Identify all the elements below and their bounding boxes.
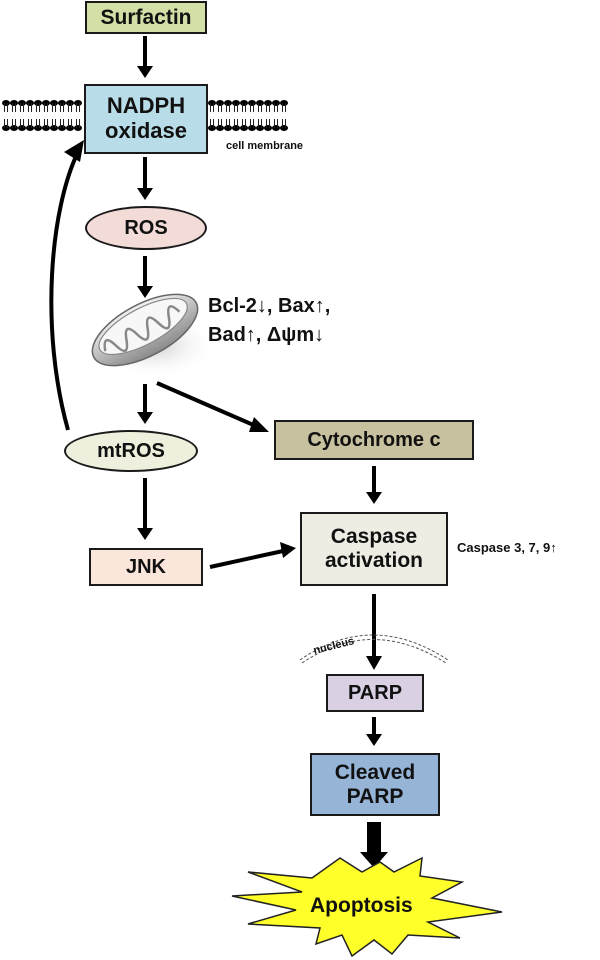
cell-membrane-bilayer-icon	[208, 100, 288, 131]
mito-markers-line1: Bcl-2↓, Bax↑,	[208, 295, 331, 317]
surfactin-label: Surfactin	[100, 5, 192, 29]
cell-membrane-label: cell membrane	[226, 140, 304, 152]
thick-arrowhead	[360, 852, 388, 868]
arrowhead	[137, 528, 153, 540]
arrowhead	[137, 188, 153, 200]
arrowhead	[137, 412, 153, 424]
arrowhead	[64, 140, 84, 162]
caspase-label-line1: Caspase	[330, 525, 418, 549]
thick-arrow-shaft	[367, 822, 381, 856]
cytochrome-c-box: Cytochrome c	[274, 420, 474, 460]
nadph-oxidase-box: NADPH oxidase	[84, 84, 208, 154]
mito-markers-line2: Bad↑, Δψm↓	[208, 324, 325, 346]
cytochrome-c-label: Cytochrome c	[307, 428, 441, 451]
mtros-ellipse: mtROS	[64, 430, 198, 472]
caspase-activation-box: Caspase activation	[300, 512, 448, 586]
arrow-mito-cytochrome	[156, 381, 259, 429]
surfactin-box: Surfactin	[85, 1, 207, 34]
arrowhead	[137, 286, 153, 298]
mitochondrion-icon	[91, 293, 217, 379]
jnk-label: JNK	[125, 555, 166, 578]
ros-ellipse: ROS	[85, 206, 207, 250]
arrow-mtros-nadph-feedback	[49, 151, 80, 431]
nadph-label-line2: oxidase	[105, 118, 187, 143]
parp-label: PARP	[347, 681, 403, 704]
explosion-burst-icon	[231, 856, 503, 958]
caspase-label-line2: activation	[324, 549, 424, 572]
arrow-jnk-caspase	[209, 549, 284, 569]
cleaved-label-line2: PARP	[346, 784, 404, 808]
jnk-box: JNK	[89, 548, 203, 586]
caspase-note: Caspase 3, 7, 9↑	[457, 540, 557, 555]
cell-membrane-bilayer-icon	[2, 100, 82, 131]
cleaved-parp-box: Cleaved PARP	[310, 753, 440, 816]
arrowhead	[366, 492, 382, 504]
arrowhead	[366, 734, 382, 746]
arrowhead	[249, 417, 269, 432]
nadph-label-line1: NADPH	[106, 93, 186, 119]
apoptosis-label: Apoptosis	[310, 894, 413, 917]
cleaved-label-line1: Cleaved	[334, 760, 416, 784]
arrowhead	[366, 656, 382, 670]
ros-label: ROS	[124, 216, 168, 239]
arrowhead	[280, 542, 296, 558]
nucleus-envelope-icon	[299, 634, 449, 664]
mitochondrial-markers: Bcl-2↓, Bax↑, Bad↑, Δψm↓	[208, 292, 330, 350]
arrowhead	[137, 66, 153, 78]
parp-box: PARP	[326, 674, 424, 712]
mtros-label: mtROS	[97, 439, 165, 462]
